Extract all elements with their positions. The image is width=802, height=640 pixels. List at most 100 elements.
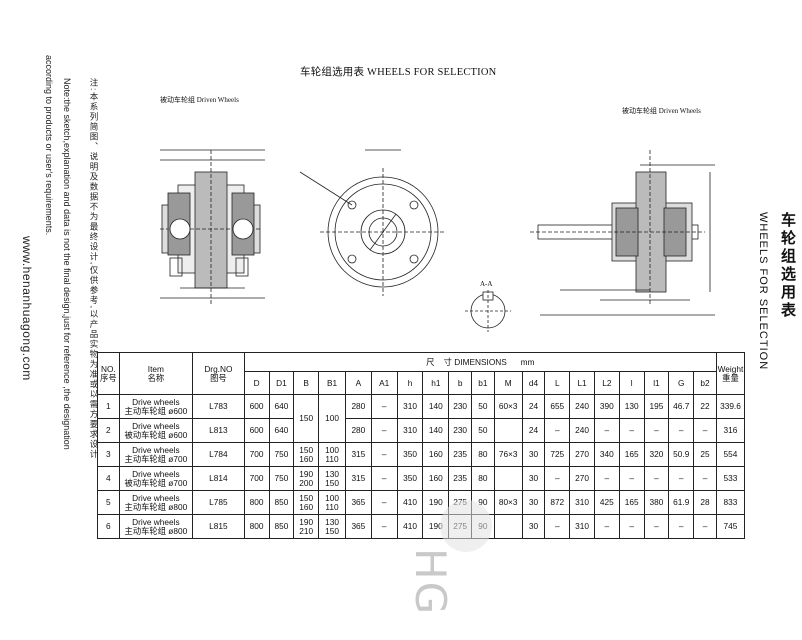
cell-B: 190 210 (293, 514, 320, 539)
header-col-B1: B1 (318, 371, 346, 395)
cell-d4: 30 (521, 490, 546, 515)
note-en-line2: according to products or user's requirem… (44, 55, 54, 236)
section-label: A-A (480, 280, 493, 288)
cell-D1: 640 (268, 394, 295, 419)
cell-weight: 339.6 (715, 394, 746, 419)
cell-M: 60×3 (493, 394, 523, 419)
wheel-side-view-drawing (299, 149, 446, 296)
cell-weight: 745 (715, 514, 746, 539)
cell-L: – (544, 418, 571, 443)
cell-d4: 30 (521, 466, 546, 491)
cell-L2: – (593, 514, 620, 539)
cell-A: 315 (344, 442, 372, 467)
cell-no: 4 (97, 466, 120, 491)
page-title: 车轮组选用表 WHEELS FOR SELECTION (300, 67, 497, 78)
cell-b2: 25 (693, 442, 717, 467)
cell-b1: 50 (471, 418, 495, 443)
cell-D: 800 (243, 490, 270, 515)
website-link[interactable]: www.henanhuagong.com (20, 236, 34, 381)
header-col-M: M (493, 371, 523, 395)
cell-M (493, 466, 523, 491)
watermark-circle (440, 500, 492, 552)
cell-L2: – (593, 466, 620, 491)
cell-L: – (544, 466, 571, 491)
cell-b2: 22 (693, 394, 717, 419)
header-col-A1: A1 (370, 371, 398, 395)
cell-h1: 160 (422, 466, 450, 491)
cell-L1: 310 (569, 514, 595, 539)
cell-weight: 533 (715, 466, 746, 491)
cell-b1: 80 (471, 466, 495, 491)
cell-h: 410 (396, 514, 424, 539)
cell-B: 190 200 (293, 466, 320, 491)
cell-item: Drive wheels 被动车轮组 ø700 (118, 466, 194, 491)
cell-A1: – (370, 418, 398, 443)
cell-no: 6 (97, 514, 120, 539)
header-no: NO. 序号 (97, 352, 120, 395)
cell-D1: 640 (268, 418, 295, 443)
cell-D: 600 (243, 418, 270, 443)
cell-h: 410 (396, 490, 424, 515)
header-col-h1: h1 (422, 371, 450, 395)
cell-L: 725 (544, 442, 571, 467)
right-vertical-title-cn: 车轮组选用表 (779, 212, 797, 320)
watermark-logo: HG (406, 548, 455, 617)
left-wheel-assembly-drawing (160, 149, 265, 305)
cell-item: Drive wheels 主动车轮组 ø800 (118, 490, 194, 515)
cell-L1: 240 (569, 418, 595, 443)
section-aa-drawing (465, 290, 511, 332)
cell-l: 165 (618, 442, 645, 467)
cell-h1: 160 (422, 442, 450, 467)
cell-L1: 240 (569, 394, 595, 419)
cell-B1: 100 (318, 394, 346, 443)
header-item: Item 名称 (118, 352, 194, 395)
cell-A1: – (370, 442, 398, 467)
cell-weight: 316 (715, 418, 746, 443)
header-col-d4: d4 (521, 371, 546, 395)
cell-B1: 100 110 (318, 442, 346, 467)
wheels-spec-table: NO. 序号 Item 名称 Drg.NO 图号 尺 寸 DIMENSIONS … (97, 352, 746, 539)
cell-l: – (618, 514, 645, 539)
cell-h: 350 (396, 466, 424, 491)
cell-no: 5 (97, 490, 120, 515)
cell-B1: 130 150 (318, 466, 346, 491)
cell-d4: 24 (521, 394, 546, 419)
header-col-b2: b2 (693, 371, 717, 395)
header-weight: Weight 重量 (715, 352, 746, 395)
cell-l1: 195 (643, 394, 670, 419)
cell-l: – (618, 418, 645, 443)
cell-b1: 50 (471, 394, 495, 419)
cell-h: 310 (396, 418, 424, 443)
header-col-D1: D1 (268, 371, 295, 395)
cell-drg: L784 (192, 442, 245, 467)
cell-b2: – (693, 514, 717, 539)
header-col-l: l (618, 371, 645, 395)
cell-D: 800 (243, 514, 270, 539)
cell-M (493, 418, 523, 443)
cell-item: Drive wheels 被动车轮组 ø600 (118, 418, 194, 443)
cell-D: 600 (243, 394, 270, 419)
cell-A: 280 (344, 394, 372, 419)
cell-L: – (544, 514, 571, 539)
cell-no: 1 (97, 394, 120, 419)
right-wheel-assembly-drawing (530, 150, 715, 316)
cell-h: 350 (396, 442, 424, 467)
cell-D1: 850 (268, 490, 295, 515)
cell-G: – (668, 466, 695, 491)
cell-l: – (618, 466, 645, 491)
cell-D: 700 (243, 442, 270, 467)
cell-drg: L815 (192, 514, 245, 539)
header-col-A: A (344, 371, 372, 395)
cell-A: 365 (344, 490, 372, 515)
cell-G: – (668, 514, 695, 539)
cell-G: – (668, 418, 695, 443)
header-drg: Drg.NO 图号 (192, 352, 245, 395)
cell-b2: – (693, 466, 717, 491)
header-dimensions: 尺 寸 DIMENSIONS mm (243, 352, 717, 372)
cell-b: 230 (448, 418, 472, 443)
cell-B1: 100 110 (318, 490, 346, 515)
